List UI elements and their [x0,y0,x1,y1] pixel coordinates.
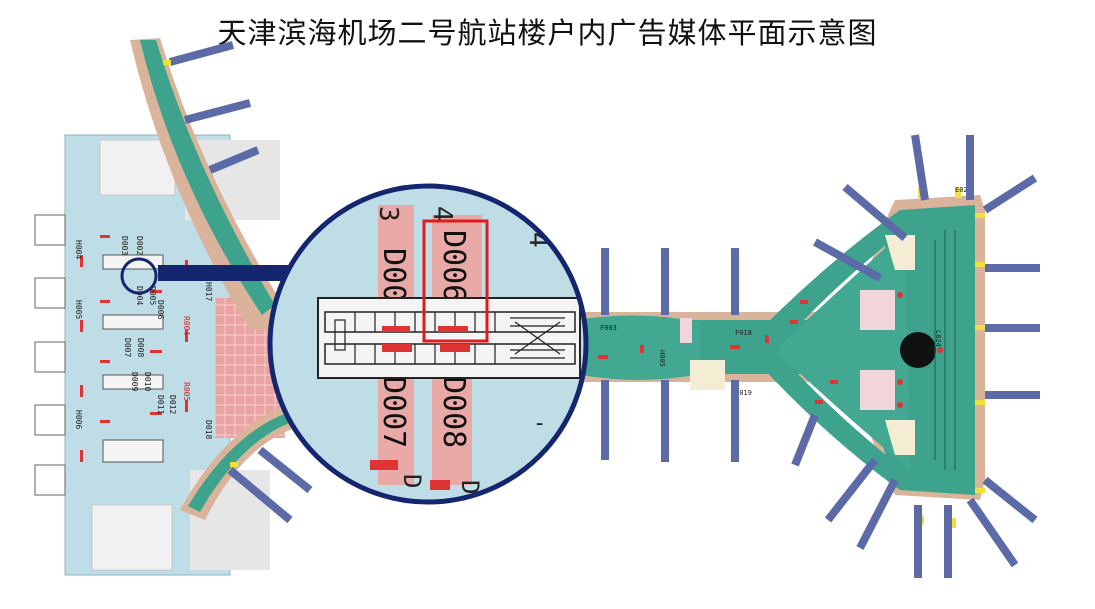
callout-label-d008: D008 [436,376,471,448]
label-d012: D012 [168,395,177,414]
svg-text:D: D [398,474,426,488]
label-r005: R005 [182,382,191,401]
callout-ring [267,183,589,505]
svg-text:-: - [533,411,546,436]
label-d018: D018 [204,420,213,439]
svg-text:4: 4 [427,206,457,222]
east-terminal: E026 L024 F018 F019 [735,186,985,528]
label-d006: D006 [156,300,165,319]
label-h017: H017 [204,282,213,301]
label-h004: H004 [74,240,83,259]
label-h006: H006 [74,410,83,429]
label-r004: R004 [182,316,191,335]
label-e026: E026 [955,186,972,194]
source-ring [120,257,158,295]
label-l024: L024 [934,330,942,347]
jet-bridges [601,134,1040,578]
svg-text:D: D [456,480,484,494]
label-d005: D005 [148,286,157,305]
callout-label-d007: D007 [376,376,411,448]
page-title: 天津滨海机场二号航站楼户内广告媒体平面示意图 [217,16,878,50]
highlight-box [422,219,489,343]
label-d002: D002 [135,236,144,255]
west-piers [130,38,313,524]
svg-text:3: 3 [373,206,403,222]
magnified-callout: 3 4 4 D005 D006 D007 D008 [267,183,589,505]
label-f018: F018 [735,329,752,337]
label-d007: D007 [123,338,132,357]
central-hub [900,332,936,368]
ad-d006-bar [382,326,410,332]
label-d003: D003 [120,236,129,255]
label-d010: D010 [143,372,152,391]
callout-label-d006: D006 [436,230,471,302]
label-d008: D008 [136,338,145,357]
label-h005: H005 [74,300,83,319]
label-f003: F003 [600,324,617,332]
label-d011: D011 [156,395,165,414]
label-d004: D004 [135,286,144,305]
label-h005-east: H005 [658,350,666,367]
security-lane-structure [317,297,581,379]
label-d009: D009 [130,372,139,391]
west-terminal: H004 H005 H006 D002 D003 D004 D005 D006 … [34,134,285,576]
label-f019: F019 [735,389,752,397]
